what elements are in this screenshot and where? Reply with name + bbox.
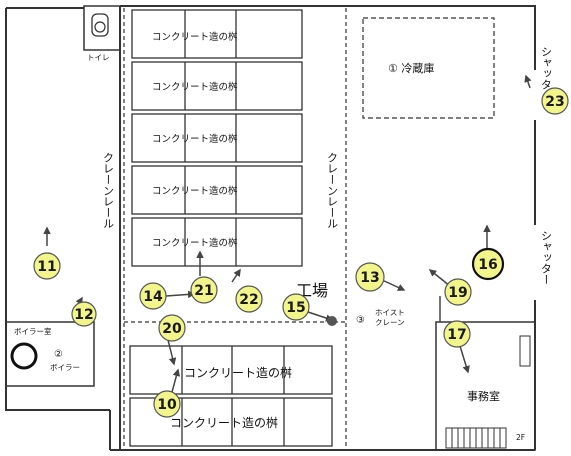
marker-number: 16: [478, 257, 497, 273]
boiler-num: ②: [54, 349, 63, 360]
marker-number: 20: [162, 321, 182, 337]
factory-label: 工場: [296, 281, 328, 300]
marker-number: 17: [447, 327, 466, 343]
marker: 11: [33, 252, 61, 280]
crane-rails: [123, 8, 347, 448]
freezer-label: ① 冷蔵庫: [388, 61, 434, 75]
tank-label: コンクリート造の桝: [152, 237, 238, 249]
marker: 17: [443, 320, 471, 348]
shutter-top-label: シャッター: [540, 46, 553, 101]
marker: 14: [139, 282, 167, 310]
tank-label: コンクリート造の桝: [152, 31, 238, 43]
marker-number: 23: [545, 94, 564, 110]
marker-number: 11: [37, 259, 56, 275]
marker: 10: [153, 390, 181, 418]
marker-number: 12: [74, 307, 93, 323]
crane-rail-left-label: クレーンレール: [102, 152, 115, 229]
floor-2f-label: 2F: [516, 433, 525, 442]
marker-number: 22: [239, 292, 258, 308]
office-room: 事務室 2F: [435, 321, 536, 451]
marker: 12: [71, 301, 97, 327]
marker: 15: [282, 293, 310, 321]
toilet-label: トイレ: [87, 53, 110, 62]
marker: 16: [471, 247, 505, 281]
hoist-label-1: ホイスト: [375, 308, 405, 317]
hoist-point: [327, 316, 337, 326]
marker-number: 10: [157, 397, 177, 413]
tank-label: コンクリート造の桝: [152, 133, 238, 145]
marker: 20: [158, 314, 186, 342]
marker: 23: [541, 87, 569, 115]
toilet-room: トイレ: [83, 5, 121, 62]
marker-number: 14: [143, 289, 163, 305]
marker: 21: [190, 276, 218, 304]
tank-label: コンクリート造の桝: [170, 415, 278, 430]
marker: 13: [355, 262, 385, 292]
marker-number: 19: [448, 285, 467, 301]
marker-number: 21: [194, 283, 213, 299]
hoist-num: ③: [356, 315, 365, 326]
office-stairs: [445, 427, 507, 449]
marker: 19: [444, 278, 472, 306]
marker-number: 13: [360, 270, 379, 286]
boiler-label: ボイラー: [50, 363, 80, 372]
upper-tanks: [131, 9, 303, 267]
tank-label: コンクリート造の桝: [184, 365, 292, 380]
hoist-label-2: クレーン: [375, 318, 405, 327]
tank-label: コンクリート造の桝: [152, 185, 238, 197]
boiler-room-label: ボイラー室: [14, 326, 52, 336]
tank-label: コンクリート造の桝: [152, 81, 238, 93]
lower-tanks: [129, 345, 333, 447]
boiler-symbol: [10, 342, 38, 370]
outer-walls: [5, 5, 536, 451]
marker-number: 15: [286, 300, 305, 316]
shutter-right-label: シャッター: [540, 230, 553, 285]
boiler-room: ボイラー室 ② ボイラー: [5, 321, 95, 387]
crane-rail-right-label: クレーンレール: [326, 152, 339, 229]
office-label: 事務室: [467, 389, 500, 403]
marker: 22: [235, 285, 263, 313]
freezer-box: [362, 17, 495, 119]
